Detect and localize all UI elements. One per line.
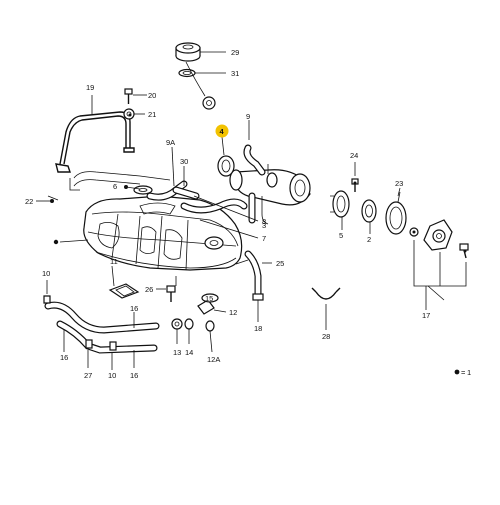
callout-16-bottom: 16 [130, 371, 138, 380]
callout-3: 3 [262, 221, 266, 230]
callout-labels: 29 31 19 20 21 9 9A 30 24 23 22 6 8 7 3 … [25, 48, 430, 380]
callout-10-bottom: 10 [108, 371, 116, 380]
callout-15: 15 [205, 294, 213, 303]
callout-24: 24 [350, 151, 358, 160]
tank-strap [55, 111, 135, 173]
callout-8: 8 [262, 217, 266, 226]
sender-unit [409, 219, 469, 259]
callout-17: 17 [422, 311, 430, 320]
fuel-tank [83, 195, 243, 271]
highlighted-callout-4: 4 [215, 124, 229, 138]
breather-pipe [243, 120, 266, 176]
callout-6: 6 [113, 182, 117, 191]
callout-7: 7 [262, 234, 266, 243]
drain-fittings [156, 276, 227, 353]
fuel-cap [175, 42, 226, 62]
callout-4: 4 [220, 127, 225, 136]
legend: = 1 [454, 368, 471, 377]
callout-28: 28 [322, 332, 330, 341]
sender-screw [351, 162, 359, 192]
pipe-clips [85, 339, 117, 370]
callout-21: 21 [148, 110, 156, 119]
washer [123, 108, 145, 120]
callout-12: 12 [229, 308, 237, 317]
callout-30: 30 [180, 157, 188, 166]
callout-19: 19 [86, 83, 94, 92]
cap-seal [178, 68, 226, 78]
hose-clamp [311, 287, 341, 330]
legend-number: 1 [467, 368, 471, 377]
tank-pad [108, 265, 140, 299]
callout-29: 29 [231, 48, 239, 57]
return-hose [244, 250, 272, 322]
callout-2: 2 [367, 235, 371, 244]
callout-18: 18 [254, 324, 262, 333]
leader-lines [36, 95, 445, 301]
callout-9A: 9A [166, 138, 175, 147]
callout-23: 23 [395, 179, 403, 188]
bracket-17 [413, 240, 467, 310]
bolt [124, 88, 147, 104]
callout-25: 25 [276, 259, 284, 268]
cap-tether [185, 61, 216, 110]
callout-20: 20 [148, 91, 156, 100]
neck-gasket [217, 136, 235, 177]
callout-22: 22 [25, 197, 33, 206]
callout-31: 31 [231, 69, 239, 78]
callout-9: 9 [246, 112, 250, 121]
sender-ring [330, 190, 350, 230]
svg-text:=: = [461, 368, 466, 377]
callout-5: 5 [339, 231, 343, 240]
callout-12A: 12A [207, 355, 220, 364]
bullet-markers [50, 113, 467, 253]
grommet [43, 280, 51, 304]
callout-13: 13 [173, 348, 181, 357]
sender-gasket [361, 199, 377, 234]
callout-16-left: 16 [60, 353, 68, 362]
lock-ring [385, 191, 407, 235]
callout-14: 14 [185, 348, 193, 357]
callout-10-left: 10 [42, 269, 50, 278]
callout-16-top: 16 [130, 304, 138, 313]
callout-11: 11 [110, 257, 118, 266]
vent-hoses [69, 146, 259, 239]
callout-26: 26 [145, 285, 153, 294]
callout-27: 27 [84, 371, 92, 380]
